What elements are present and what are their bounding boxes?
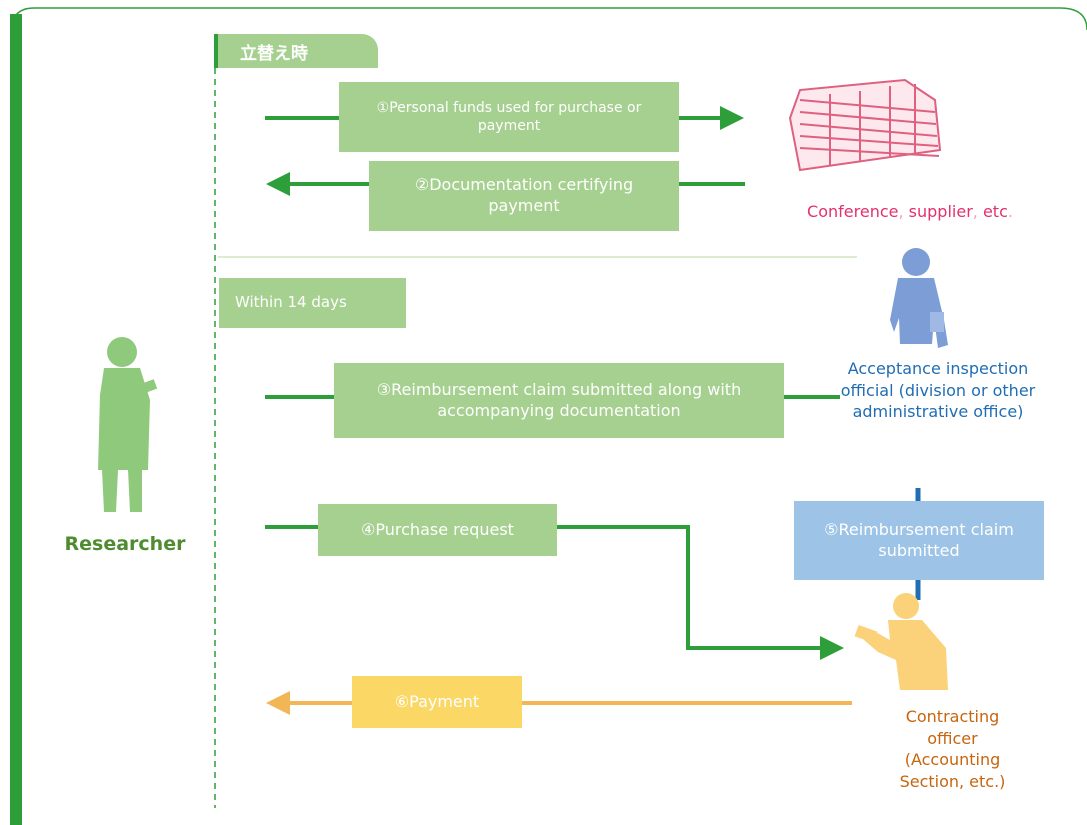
message-5-box: ⑤Reimbursement claim submitted xyxy=(794,501,1044,580)
inspector-label: Acceptance inspection official (division… xyxy=(840,359,1036,422)
message-2-box: ②Documentation certifying payment xyxy=(369,161,679,231)
left-rail xyxy=(10,14,22,825)
contracting-officer-figure-icon xyxy=(854,593,948,690)
vendor-label: Conference, supplier, etc. xyxy=(760,201,1060,223)
message-3-box: ③Reimbursement claim submitted along wit… xyxy=(334,363,784,438)
message-6-box: ⑥Payment xyxy=(352,676,522,728)
vendor-label-end: . xyxy=(1007,202,1013,221)
message-4-box: ④Purchase request xyxy=(318,504,557,556)
vendor-label-separator-1: , xyxy=(898,202,904,221)
researcher-figure-icon xyxy=(98,337,158,512)
message-1-box: ①Personal funds used for purchase or pay… xyxy=(339,82,679,152)
inspector-figure-icon xyxy=(890,248,948,348)
building-icon xyxy=(788,78,942,172)
vendor-label-part-3: etc xyxy=(977,202,1008,221)
contracting-officer-label: Contracting officer (Accounting Section,… xyxy=(899,707,1006,791)
vendor-label-part-1: Conference xyxy=(807,202,899,221)
time-window-label: Within 14 days xyxy=(219,278,406,328)
section-tag: 立替え時 xyxy=(214,34,378,68)
vendor-label-part-2: supplier xyxy=(903,202,973,221)
vendor-label-separator-2: , xyxy=(972,202,978,221)
researcher-label: Researcher xyxy=(64,533,186,555)
